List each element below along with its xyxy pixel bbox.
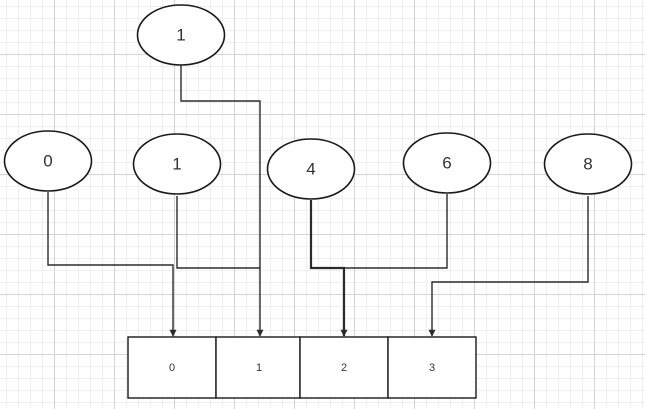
array-cell-0[interactable]: 0 xyxy=(127,336,217,399)
edge-a-to-cell-0 xyxy=(47,192,177,337)
node-b[interactable]: 1 xyxy=(132,133,222,195)
edge-e-to-cell-3 xyxy=(428,196,589,337)
node-label: 0 xyxy=(43,152,52,171)
edge-d-to-cell-2 xyxy=(344,194,448,269)
array-cell-label: 0 xyxy=(169,362,175,374)
array-cell-1[interactable]: 1 xyxy=(215,336,301,399)
node-e[interactable]: 8 xyxy=(543,133,633,195)
array-cell-label: 1 xyxy=(256,362,262,374)
edges xyxy=(47,65,589,337)
array-cell-label: 3 xyxy=(429,362,435,374)
node-label: 8 xyxy=(583,155,592,174)
edge-b-to-cell-1 xyxy=(176,196,260,269)
edge-c-to-cell-2 xyxy=(309,200,348,337)
node-top[interactable]: 1 xyxy=(136,4,226,66)
node-a[interactable]: 0 xyxy=(3,130,93,192)
node-c[interactable]: 4 xyxy=(266,138,356,200)
array-cell-label: 2 xyxy=(341,362,347,374)
node-d[interactable]: 6 xyxy=(402,132,492,194)
node-label: 1 xyxy=(172,155,181,174)
node-label: 1 xyxy=(176,26,185,45)
node-label: 4 xyxy=(306,160,315,179)
array-cell-2[interactable]: 2 xyxy=(299,336,389,399)
node-label: 6 xyxy=(442,154,451,173)
array: 0 1 2 3 xyxy=(127,336,477,399)
array-cell-3[interactable]: 3 xyxy=(387,336,477,399)
edge-top-to-cell-1 xyxy=(180,65,264,337)
